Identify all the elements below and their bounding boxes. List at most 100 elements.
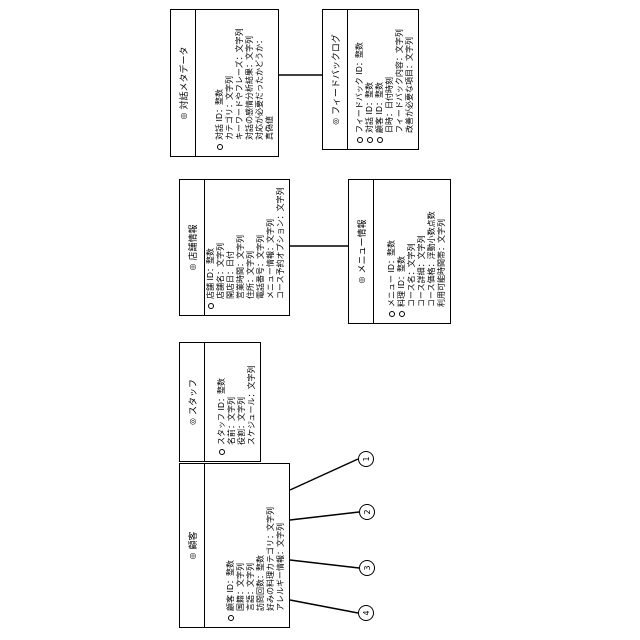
attribute-row: 役割：文字列: [237, 345, 247, 455]
attribute-label: 対話の感情分析結果：文字列: [245, 36, 254, 140]
entity-header: ◎ メニュー情報: [349, 180, 374, 323]
key-icon: [228, 615, 234, 621]
attribute-label: フィードバック内容：文字列: [395, 29, 404, 133]
entity-title: 店舗情報: [186, 225, 199, 261]
callout-marker-4: 4: [358, 605, 374, 621]
attribute-label: スケジュール：文字列: [247, 366, 256, 445]
attribute-label: メニュー情報：文字列: [266, 219, 275, 299]
attribute-row: 店舗名：文字列: [216, 182, 226, 309]
attribute-row: スタッフ ID：整数: [217, 345, 227, 455]
callout-marker-3: 3: [359, 560, 375, 576]
attribute-row: コース価格：浮動小数点数: [427, 182, 437, 317]
attribute-row: 顧客 ID：整数: [375, 12, 385, 143]
entity-attributes: 顧客 ID：整数 国籍：文字列 言語：文字列 訪問回数：整数 好みの料理カテゴリ…: [226, 466, 286, 621]
key-icon: [377, 137, 383, 143]
key-icon: [208, 303, 214, 309]
entity-store[interactable]: ◎ 店舗情報 店舗 ID：整数 店舗名：文字列 開店日：日付 営業時間：文字列 …: [179, 179, 290, 316]
callout-marker-2: 2: [359, 504, 375, 520]
entity-customer[interactable]: ◎ 顧客 顧客 ID：整数 国籍：文字列 言語：文字列 訪問回数：整数 好みの料…: [179, 463, 290, 628]
entity-attributes: メニュー ID：整数 料理 ID：整数 コース名：文字列 コース詳細：文字列 コ…: [387, 182, 447, 317]
entity-attributes: フィードバック ID：整数 対話 ID：整数 顧客 ID：整数 日時：日付時刻 …: [355, 12, 415, 143]
gear-icon: ◎: [188, 418, 197, 425]
connector-customer-marker-3: [290, 560, 359, 568]
key-icon: [219, 449, 225, 455]
entity-conversation[interactable]: ◎ 対話メタデータ 対話 ID：整数 カテゴリ：文字列 キーワードやフレーズ：文…: [170, 9, 279, 157]
entity-feedback[interactable]: ◎ フィードバックログ フィードバック ID：整数 対話 ID：整数 顧客 ID…: [322, 9, 419, 150]
attribute-label: キーワードやフレーズ：文字列: [235, 28, 244, 140]
attribute-row: カテゴリ：文字列: [225, 12, 235, 150]
entity-header: ◎ 顧客: [180, 464, 205, 627]
attribute-label: コース名：文字列: [407, 243, 416, 307]
key-icon: [399, 311, 405, 317]
attribute-row: 言語：文字列: [246, 466, 256, 621]
entity-attributes: 対話 ID：整数 カテゴリ：文字列 キーワードやフレーズ：文字列 対話の感情分析…: [215, 12, 275, 150]
attribute-label: 営業時間：文字列: [236, 235, 245, 299]
attribute-row: 料理 ID：整数: [397, 182, 407, 317]
marker-label: 1: [362, 456, 371, 461]
attribute-label: 改善が必要な項目：文字列: [405, 37, 414, 133]
attribute-row: コース名：文字列: [407, 182, 417, 317]
attribute-label: 対話 ID：整数: [365, 82, 374, 133]
attribute-row: 利用可能時間帯：文字列: [437, 182, 447, 317]
entity-staff[interactable]: ◎ スタッフ スタッフ ID：整数 名前：文字列 役割：文字列 スケジュール：文…: [179, 342, 261, 462]
attribute-label: 名前：文字列: [227, 397, 236, 445]
entity-title: フィードバックログ: [329, 34, 342, 115]
attribute-label: 好みの料理カテゴリ：文字列: [266, 507, 275, 611]
connector-customer-marker-4: [290, 600, 358, 613]
attribute-row: 対話 ID：整数: [365, 12, 375, 143]
attribute-row: フィードバック内容：文字列: [395, 12, 405, 143]
attribute-row: アレルギー情報：文字列: [276, 466, 286, 621]
entity-title: 対話メタデータ: [177, 47, 190, 110]
attribute-label: 訪問回数：整数: [256, 555, 265, 611]
attribute-label: メニュー ID：整数: [387, 240, 396, 307]
gear-icon: ◎: [331, 118, 340, 125]
attribute-row: 好みの料理カテゴリ：文字列: [266, 466, 276, 621]
key-icon: [357, 137, 363, 143]
attribute-row: 日時：日付時刻: [385, 12, 395, 143]
gear-icon: ◎: [188, 264, 197, 271]
attribute-label: 対応が必要だったかどうか：: [255, 36, 264, 140]
entity-header: ◎ 対話メタデータ: [171, 10, 196, 156]
attribute-row: 住所：文字列: [246, 182, 256, 309]
marker-label: 4: [362, 610, 371, 615]
attribute-row: メニュー情報：文字列: [266, 182, 276, 309]
attribute-row: 営業時間：文字列: [236, 182, 246, 309]
attribute-label: 店舗名：文字列: [216, 243, 225, 299]
gear-icon: ◎: [179, 113, 188, 120]
attribute-row: コース予約オプション：文字列: [276, 182, 286, 309]
attribute-label: 料理 ID：整数: [397, 256, 406, 307]
attribute-label: 顧客 ID：整数: [375, 82, 384, 133]
entity-title: メニュー情報: [355, 220, 368, 274]
attribute-label: フィードバック ID：整数: [355, 42, 364, 133]
attribute-row: 対話の感情分析結果：文字列: [245, 12, 255, 150]
attribute-row: コース詳細：文字列: [417, 182, 427, 317]
attribute-label: コース予約オプション：文字列: [276, 187, 285, 299]
attribute-row: 店舗 ID：整数: [206, 182, 216, 309]
attribute-label: コース詳細：文字列: [417, 235, 426, 307]
attribute-label: スタッフ ID：整数: [217, 378, 226, 445]
attribute-row: 顧客 ID：整数: [226, 466, 236, 621]
attribute-row: キーワードやフレーズ：文字列: [235, 12, 245, 150]
attribute-label: 役割：文字列: [237, 397, 246, 445]
attribute-label: 電話番号：文字列: [256, 235, 265, 299]
attribute-row: 電話番号：文字列: [256, 182, 266, 309]
attribute-row: 真偽値: [265, 12, 275, 150]
attribute-label: 言語：文字列: [246, 563, 255, 611]
marker-label: 3: [363, 565, 372, 570]
attribute-label: 住所：文字列: [246, 251, 255, 299]
gear-icon: ◎: [357, 277, 366, 284]
entity-menu[interactable]: ◎ メニュー情報 メニュー ID：整数 料理 ID：整数 コース名：文字列 コー…: [348, 179, 451, 324]
entity-title: スタッフ: [186, 379, 199, 415]
entity-header: ◎ フィードバックログ: [323, 10, 348, 149]
attribute-row: 開店日：日付: [226, 182, 236, 309]
connector-customer-marker-1: [290, 459, 358, 490]
attribute-label: 店舗 ID：整数: [206, 248, 215, 299]
attribute-row: 名前：文字列: [227, 345, 237, 455]
attribute-row: 対話 ID：整数: [215, 12, 225, 150]
attribute-label: 開店日：日付: [226, 251, 235, 299]
attribute-label: 対話 ID：整数: [215, 89, 224, 140]
attribute-row: 対応が必要だったかどうか：: [255, 12, 265, 150]
key-icon: [367, 137, 373, 143]
entity-header: ◎ 店舗情報: [180, 180, 205, 315]
